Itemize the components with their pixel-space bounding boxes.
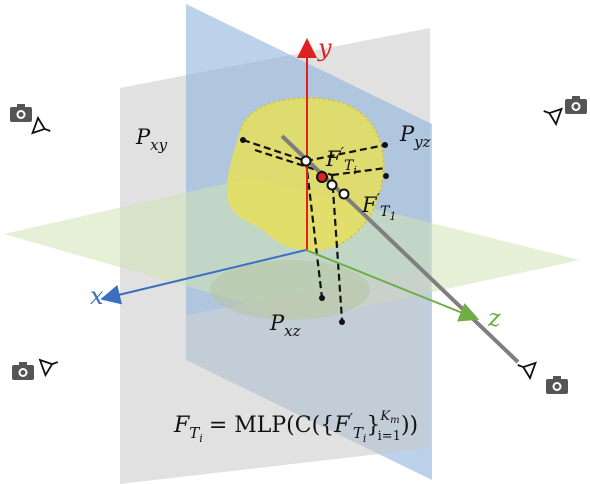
y-axis-label: y — [317, 34, 332, 62]
camera-icon — [10, 104, 32, 122]
plane-xz-label: Pxz — [269, 311, 301, 340]
camera-icon — [565, 96, 587, 114]
camera-view-icon — [38, 358, 59, 378]
z-axis — [305, 249, 480, 322]
point-cloud-shadow — [210, 260, 370, 320]
camera-view-icon — [31, 115, 51, 135]
camera-view-icon — [517, 361, 537, 381]
projection-dot-4 — [319, 295, 325, 301]
plane-xy-front — [120, 268, 430, 484]
projection-dot-1 — [240, 137, 246, 143]
feature-fti-label: F′Ti — [325, 144, 357, 177]
projection-dot-5 — [339, 319, 345, 325]
projection-dot-2 — [382, 142, 388, 148]
plane-xy-label: Pxy — [135, 125, 168, 154]
plane-yz-label: Pyz — [399, 122, 431, 151]
x-axis-label: x — [90, 282, 104, 310]
camera-icon — [546, 376, 568, 394]
projection-dot-3 — [383, 173, 389, 179]
feature-ft1-label: F′T1 — [361, 190, 396, 223]
sample-point-1 — [300, 155, 312, 167]
camera-icon — [12, 362, 34, 380]
sample-point-2 — [326, 179, 338, 191]
point-cloud-head — [226, 96, 385, 251]
camera-view-icon — [543, 107, 563, 127]
z-axis-label: z — [487, 304, 501, 332]
sample-point-red — [316, 171, 328, 183]
x-axis — [100, 249, 307, 305]
sample-point-3 — [338, 188, 350, 200]
